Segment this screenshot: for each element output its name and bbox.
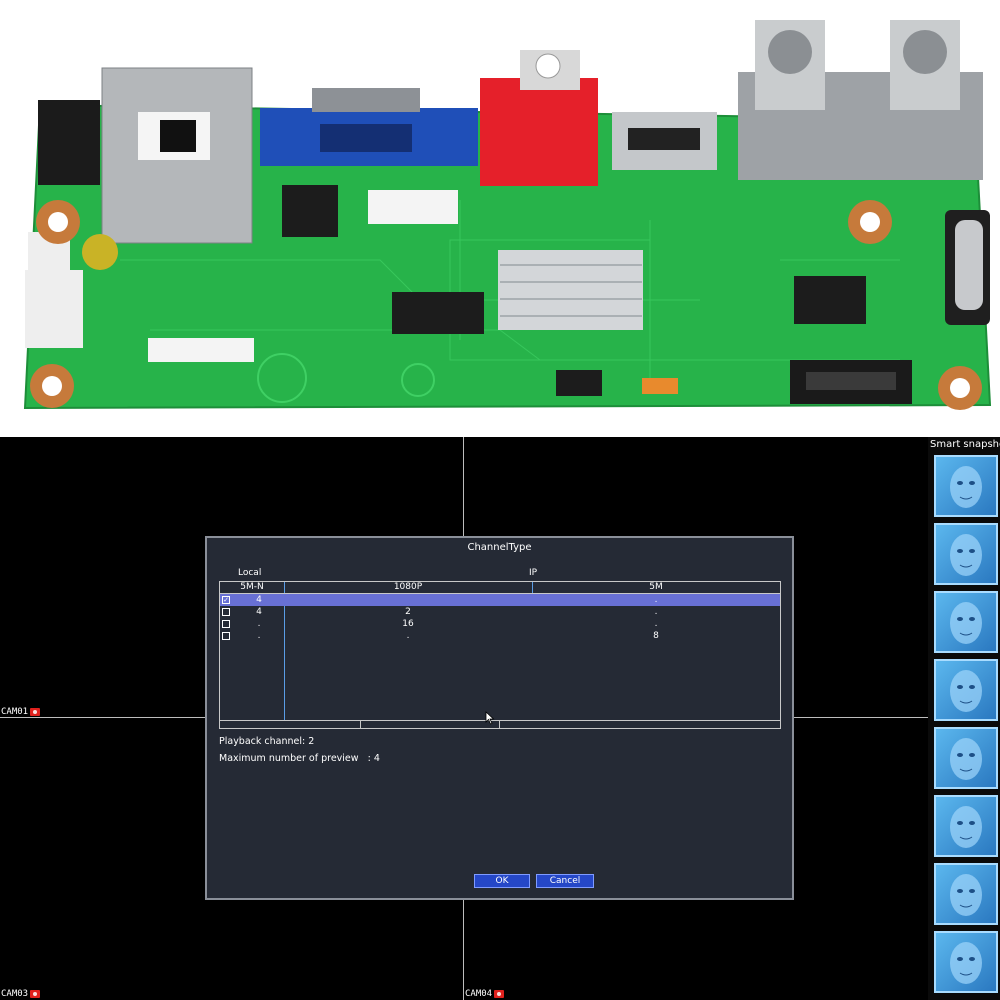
local-cell: .	[257, 631, 261, 641]
horizontal-scrollbar[interactable]	[220, 720, 780, 729]
ip-1080p-cell: 16	[402, 619, 414, 629]
row-checkbox[interactable]	[222, 608, 230, 616]
face-snapshot[interactable]	[934, 931, 998, 993]
face-snapshot[interactable]	[934, 659, 998, 721]
ip-1080p-cell: .	[406, 631, 410, 641]
local-cell: 4	[256, 607, 262, 617]
face-icon	[950, 466, 982, 508]
table-row[interactable]: ✓ 4 .	[220, 594, 780, 606]
row-checkbox[interactable]: ✓	[222, 596, 230, 604]
face-icon	[950, 670, 982, 712]
cam03-label[interactable]: CAM03	[1, 989, 41, 999]
column-header-5m-n: 5M-N	[240, 582, 264, 592]
face-icon	[950, 602, 982, 644]
dialog-title: ChannelType	[467, 542, 532, 553]
channel-type-table: 5M-N 1080P 5M ✓ 4 . 4 2 .	[219, 581, 781, 729]
mouse-cursor-icon	[485, 711, 495, 725]
face-snapshot[interactable]	[934, 591, 998, 653]
cam04-label[interactable]: CAM04	[465, 989, 505, 999]
smart-snapshot-title: Smart snapsho	[930, 439, 1000, 450]
channel-type-dialog: ChannelType Local IP 5M-N 1080P 5M ✓ 4 .	[205, 536, 794, 900]
cam01-name: CAM01	[1, 707, 29, 717]
ip-group-header: IP	[529, 568, 538, 578]
face-icon	[950, 806, 982, 848]
scrollbar-thumb[interactable]	[360, 721, 500, 729]
record-icon	[30, 990, 41, 998]
column-divider	[284, 582, 285, 720]
local-cell: .	[257, 619, 261, 629]
header-divider	[220, 593, 780, 594]
cam01-label[interactable]: CAM01	[1, 707, 41, 717]
record-icon	[30, 708, 41, 716]
ip-5m-cell: .	[654, 607, 658, 617]
dvr-screen: CAM01 CAM03 CAM04 Smart snapsho ChannelT…	[0, 437, 1000, 1000]
local-cell: 4	[256, 595, 262, 605]
max-preview-label: Maximum number of preview	[219, 753, 359, 764]
smart-snapshot-panel: Smart snapsho	[928, 437, 1000, 1000]
column-header-5m: 5M	[649, 582, 663, 592]
cancel-button[interactable]: Cancel	[536, 874, 594, 888]
table-row[interactable]: 4 2 .	[220, 606, 780, 618]
dvr-board-photo	[0, 0, 1000, 437]
row-checkbox[interactable]	[222, 632, 230, 640]
table-row[interactable]: . . 8	[220, 630, 780, 642]
max-preview-value: : 4	[367, 753, 380, 764]
face-snapshot[interactable]	[934, 795, 998, 857]
table-row[interactable]: . 16 .	[220, 618, 780, 630]
ip-1080p-cell: 2	[405, 607, 411, 617]
column-header-1080p: 1080P	[393, 582, 423, 592]
record-icon	[494, 990, 505, 998]
ip-5m-cell: .	[654, 595, 658, 605]
playback-channel-label: Playback channel: 2	[219, 736, 315, 747]
face-snapshot[interactable]	[934, 863, 998, 925]
max-preview-row: Maximum number of preview : 4	[219, 753, 380, 764]
face-icon	[950, 874, 982, 916]
ip-5m-cell: 8	[653, 631, 659, 641]
face-icon	[950, 534, 982, 576]
cam04-name: CAM04	[465, 989, 493, 999]
face-icon	[950, 942, 982, 984]
ok-button[interactable]: OK	[474, 874, 530, 888]
face-snapshot[interactable]	[934, 523, 998, 585]
circuit-board-icon	[23, 20, 992, 410]
local-group-header: Local	[238, 568, 262, 578]
face-icon	[950, 738, 982, 780]
face-snapshot[interactable]	[934, 727, 998, 789]
row-checkbox[interactable]	[222, 620, 230, 628]
ip-5m-cell: .	[654, 619, 658, 629]
column-divider	[532, 582, 533, 594]
face-snapshot[interactable]	[934, 455, 998, 517]
cam03-name: CAM03	[1, 989, 29, 999]
